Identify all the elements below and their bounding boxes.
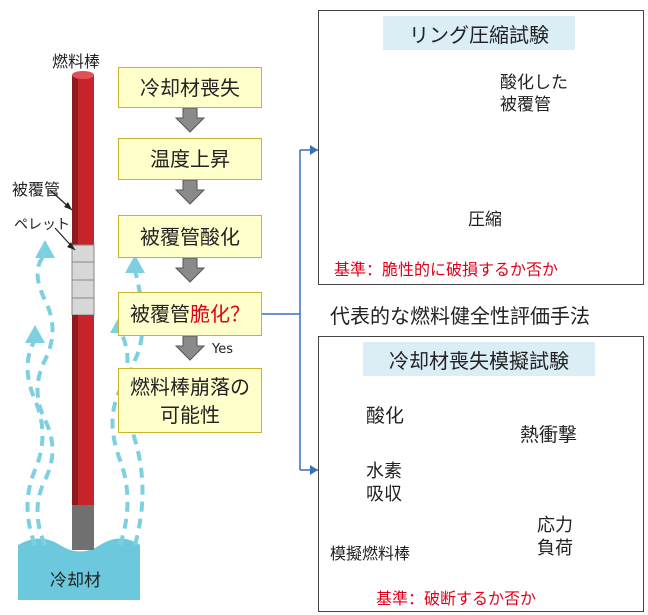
ring-test-criterion: 基準：脆性的に破損するか否か bbox=[334, 260, 559, 279]
stress-text-line2: 負荷 bbox=[537, 538, 573, 559]
simulated-rod-label: 模擬燃料棒 bbox=[330, 544, 411, 563]
oxidation-text: 酸化 bbox=[366, 405, 405, 427]
oxidized-label-line2: 被覆管 bbox=[500, 95, 551, 115]
flow-step-rod-collapse: 燃料棒崩落の 可能性 bbox=[118, 368, 262, 433]
coolant-pool bbox=[18, 538, 140, 600]
flow-step-coolant-loss-text: 冷却材喪失 bbox=[140, 75, 240, 100]
methods-caption: 代表的な燃料健全性評価手法 bbox=[330, 304, 590, 328]
flow-step-temperature-rise: 温度上昇 bbox=[118, 138, 262, 180]
flow-step-cladding-oxidation: 被覆管酸化 bbox=[118, 215, 262, 258]
fuel-rod-top bbox=[72, 71, 94, 79]
loca-test-criterion: 基準：破断するか否か bbox=[376, 589, 537, 608]
oxidized-label-line1: 酸化した bbox=[500, 73, 568, 93]
compression-label: 圧縮 bbox=[468, 210, 502, 230]
flow-step-embrittlement-prefix: 被覆管 bbox=[130, 302, 190, 326]
loca-test-title: 冷却材喪失模擬試験 bbox=[363, 342, 595, 376]
ring-test-panel bbox=[318, 10, 644, 285]
yes-label: Yes bbox=[212, 342, 233, 357]
fuel-rod-label: 燃料棒 bbox=[52, 52, 101, 71]
flow-arrows bbox=[174, 107, 206, 361]
hydrogen-text-line2: 吸収 bbox=[366, 484, 402, 505]
ring-test-title: リング圧縮試験 bbox=[383, 16, 575, 50]
flow-step-rod-collapse-line1: 燃料棒崩落の bbox=[130, 374, 250, 399]
stress-text-line1: 応力 bbox=[537, 515, 573, 536]
flow-step-cladding-oxidation-text: 被覆管酸化 bbox=[140, 224, 240, 249]
blue-bracket bbox=[262, 149, 318, 471]
flow-step-temperature-rise-text: 温度上昇 bbox=[150, 147, 230, 171]
loca-test-panel bbox=[318, 336, 644, 612]
fuel-rod-base bbox=[72, 505, 94, 550]
flow-step-embrittlement-highlight: 脆化？ bbox=[190, 302, 250, 326]
hydrogen-text-line1: 水素 bbox=[366, 461, 402, 482]
coolant-label: 冷却材 bbox=[50, 571, 101, 591]
flow-step-embrittlement: 被覆管脆化？ bbox=[118, 292, 262, 336]
pellet-label: ペレット bbox=[14, 217, 70, 233]
fuel-rod-upper-shade bbox=[72, 75, 78, 245]
cladding-label: 被覆管 bbox=[12, 180, 61, 199]
thermal-shock-text: 熱衝撃 bbox=[520, 424, 578, 446]
flow-step-rod-collapse-line2: 可能性 bbox=[160, 402, 220, 427]
flow-step-coolant-loss: 冷却材喪失 bbox=[118, 67, 262, 108]
